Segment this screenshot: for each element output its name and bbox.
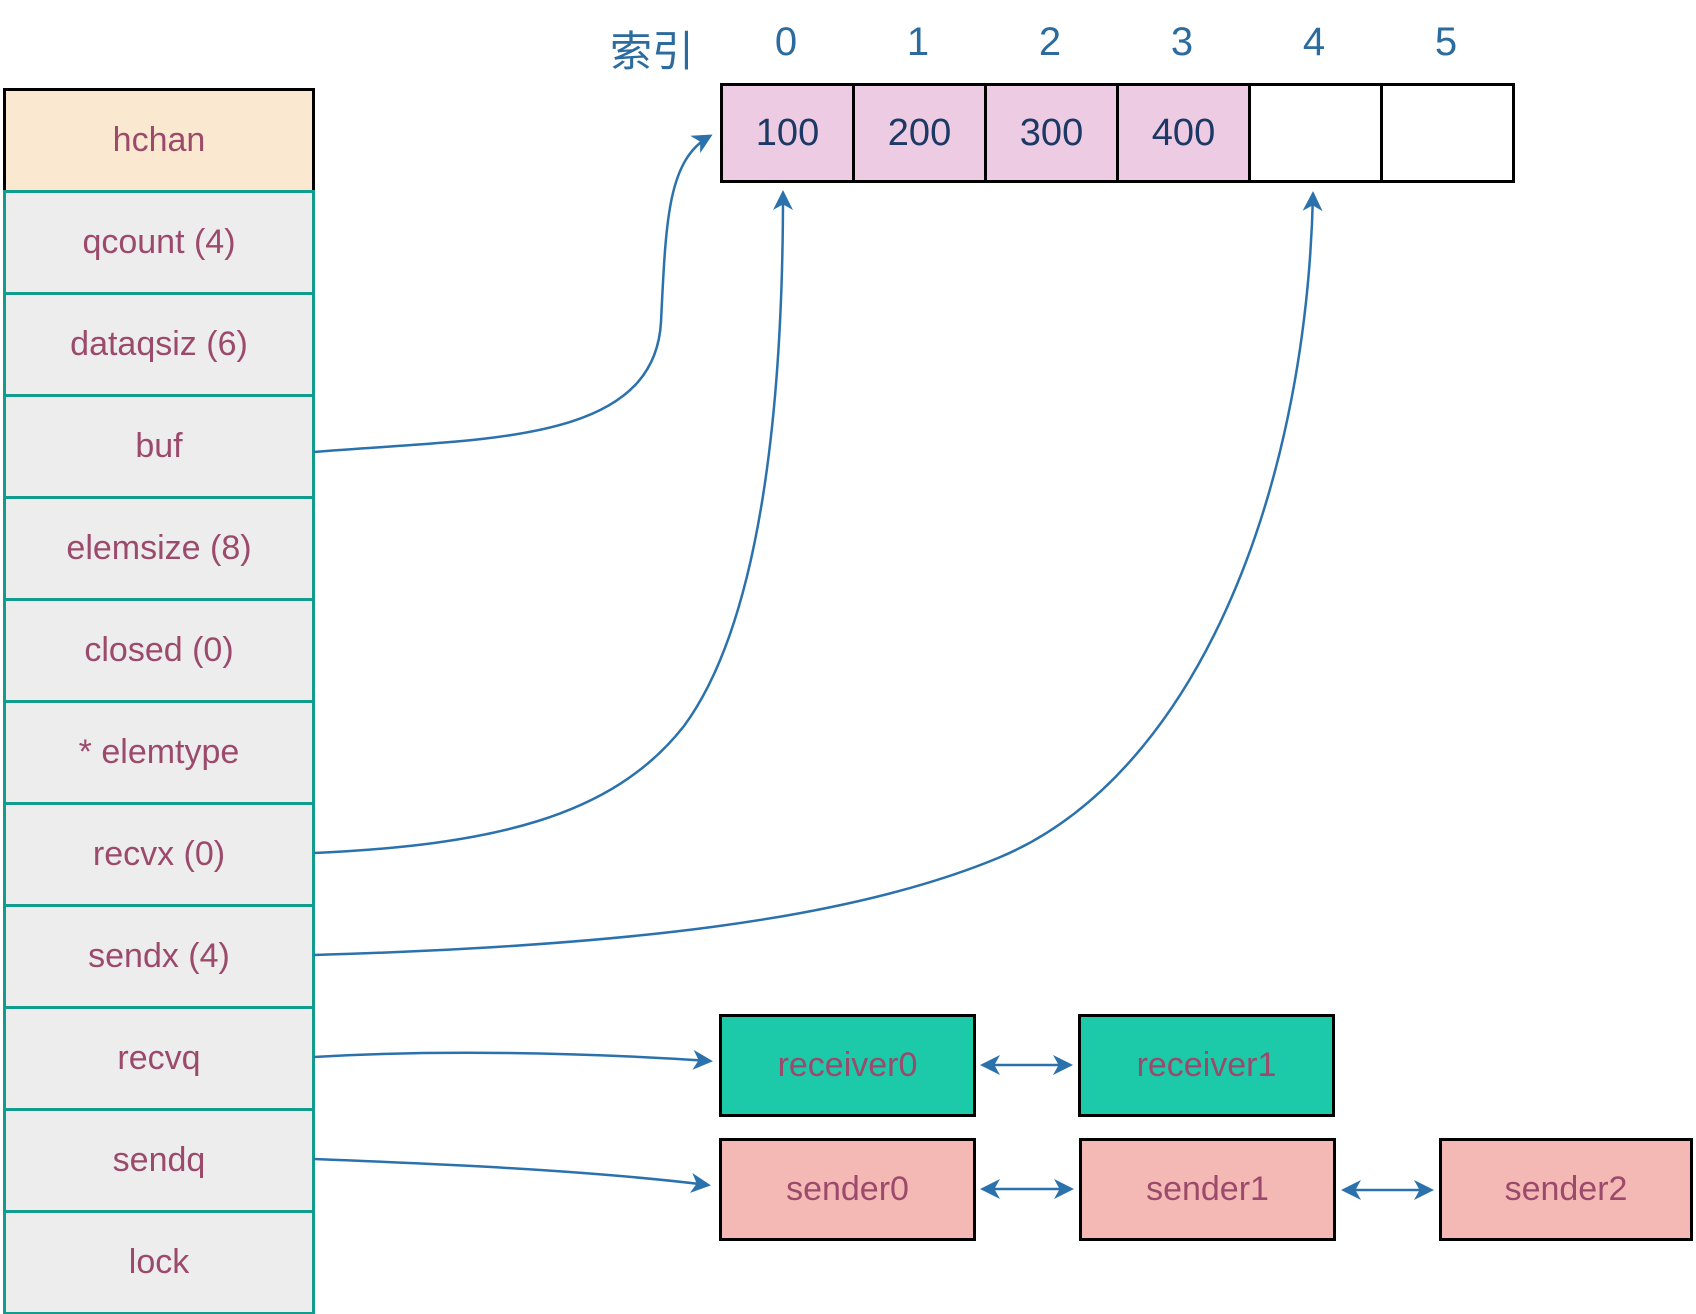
sendx-arrow (313, 191, 1323, 957)
buf-arrow (313, 134, 713, 454)
buffer-cell-0: 100 (720, 83, 855, 183)
buffer-cell-1: 200 (852, 83, 987, 183)
hchan-row-closed: closed (0) (3, 598, 315, 703)
hchan-struct-table: hchan qcount (4) dataqsiz (6) buf elemsi… (3, 88, 315, 1314)
hchan-row-lock: lock (3, 1210, 315, 1314)
hchan-row-sendq: sendq (3, 1108, 315, 1213)
hchan-header-cell: hchan (3, 88, 315, 193)
hchan-row-buf: buf (3, 394, 315, 499)
index-label-3: 3 (1170, 20, 1194, 64)
hchan-row-recvx: recvx (0) (3, 802, 315, 907)
hchan-row-elemsize: elemsize (8) (3, 496, 315, 601)
index-caption: 索引 (609, 28, 694, 75)
buffer-cell-5 (1380, 83, 1515, 183)
hchan-row-dataqsiz: dataqsiz (6) (3, 292, 315, 397)
index-label-1: 1 (906, 20, 930, 64)
buffer-cell-2: 300 (984, 83, 1119, 183)
sender2-box: sender2 (1439, 1138, 1693, 1241)
hchan-row-qcount: qcount (4) (3, 190, 315, 295)
hchan-row-sendx: sendx (4) (3, 904, 315, 1009)
index-label-5: 5 (1434, 20, 1458, 64)
receiver0-box: receiver0 (719, 1014, 976, 1117)
recvx-arrow (313, 190, 793, 855)
index-label-2: 2 (1038, 20, 1062, 64)
hchan-row-recvq: recvq (3, 1006, 315, 1111)
index-label-0: 0 (774, 20, 798, 64)
receiver1-box: receiver1 (1078, 1014, 1335, 1117)
hchan-row-elemtype: * elemtype (3, 700, 315, 805)
buffer-cell-4 (1248, 83, 1383, 183)
sendq-arrow (313, 1157, 711, 1193)
index-label-4: 4 (1302, 20, 1326, 64)
sender1-box: sender1 (1079, 1138, 1336, 1241)
recvq-arrow (313, 1049, 713, 1070)
buffer-array: 100 200 300 400 (720, 83, 1515, 183)
buffer-cell-3: 400 (1116, 83, 1251, 183)
sender0-box: sender0 (719, 1138, 976, 1241)
